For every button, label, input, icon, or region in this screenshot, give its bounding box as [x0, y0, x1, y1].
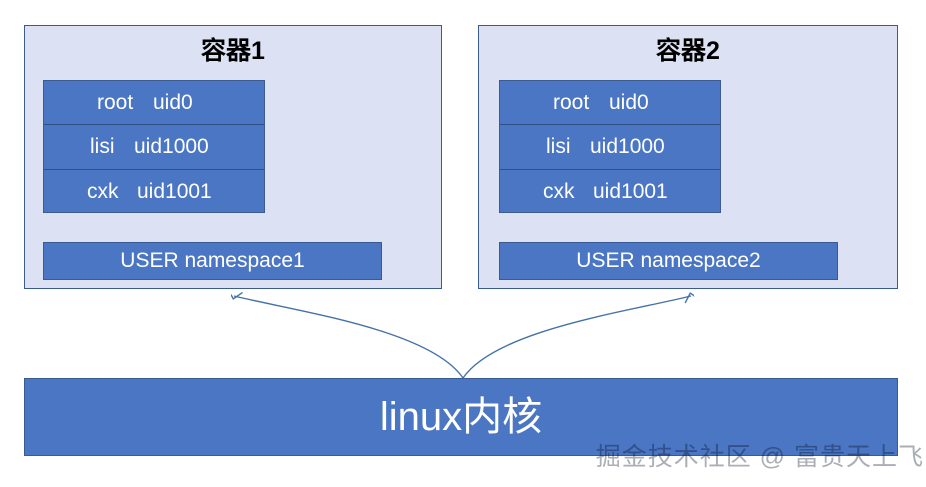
uid-row-value: uid0: [609, 91, 649, 115]
uid-row-value: uid1000: [590, 135, 665, 159]
container-box-2: 容器2 root uid0 lisi uid1000 cxk uid1001 U…: [478, 25, 898, 289]
uid-row-value: uid1000: [134, 135, 209, 159]
container-1-title: 容器1: [201, 37, 265, 65]
uid-mapping-table-1: root uid0 lisi uid1000 cxk uid1001: [43, 80, 265, 213]
uid-row-name: lisi: [90, 135, 115, 159]
uid-table-row: cxk uid1001: [44, 170, 264, 214]
uid-mapping-table-2: root uid0 lisi uid1000 cxk uid1001: [499, 80, 721, 213]
uid-row-name: cxk: [543, 180, 575, 204]
uid-row-name: lisi: [546, 135, 571, 159]
user-namespace-bar-2: USER namespace2: [499, 242, 838, 280]
watermark-text: 掘金技术社区 @ 富贵天上飞: [595, 443, 924, 471]
uid-row-name: cxk: [87, 180, 119, 204]
uid-row-value: uid1001: [593, 180, 668, 204]
connector-kernel-to-container-2: [462, 296, 691, 379]
uid-table-row: lisi uid1000: [44, 125, 264, 170]
uid-row-name: root: [97, 91, 134, 115]
uid-table-row: lisi uid1000: [500, 125, 720, 170]
uid-table-row: root uid0: [500, 81, 720, 126]
uid-row-value: uid1001: [137, 180, 212, 204]
user-namespace-bar-1: USER namespace1: [43, 242, 382, 280]
uid-table-row: root uid0: [44, 81, 264, 126]
uid-table-row: cxk uid1001: [500, 170, 720, 214]
container-box-1: 容器1 root uid0 lisi uid1000 cxk uid1001 U…: [24, 25, 442, 289]
uid-row-value: uid0: [153, 91, 193, 115]
linux-kernel-label: linux内核: [379, 395, 543, 439]
linux-kernel-bar: linux内核: [24, 378, 898, 456]
uid-row-name: root: [553, 91, 590, 115]
connector-kernel-to-container-1: [234, 296, 464, 379]
container-2-title: 容器2: [656, 37, 720, 65]
